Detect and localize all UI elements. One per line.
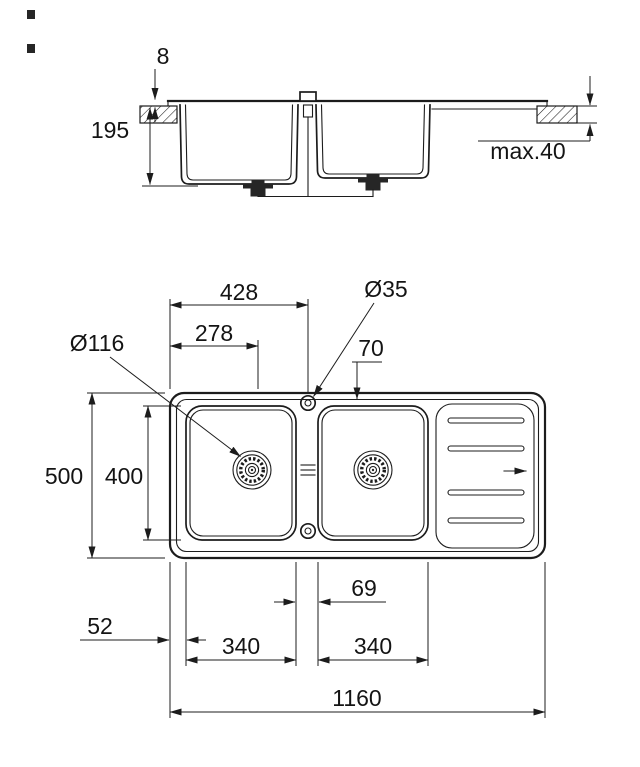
second-hole-outer — [299, 522, 317, 540]
leader-line — [313, 302, 375, 397]
middle-bowl-outline — [317, 405, 429, 541]
dim-69-label: 69 — [351, 575, 377, 601]
drainer-area-outline — [435, 403, 535, 549]
drainer-groove — [447, 417, 525, 424]
dim-bowl-depth: 195 — [91, 107, 198, 187]
drain-strainer-ring — [238, 457, 265, 484]
middle-bowl-profile-inner — [320, 104, 426, 175]
countertop-hatch-left — [139, 105, 178, 124]
dim-70-label: 70 — [358, 335, 384, 361]
dim-500: 500 — [45, 392, 165, 559]
drain-ring — [357, 454, 389, 486]
drainer-area — [435, 403, 535, 549]
drainer-groove — [447, 445, 525, 452]
dim-70: 70 — [352, 335, 384, 400]
dim-340-left: 340 — [185, 633, 297, 664]
drain-ring — [365, 462, 381, 478]
dim-428: 428 — [169, 279, 309, 394]
drain-center — [371, 468, 375, 472]
left-bowl-inner — [189, 409, 293, 537]
drain-ring — [244, 462, 260, 478]
leader-line — [109, 356, 241, 457]
dim-400-label: 400 — [105, 463, 143, 489]
dim-278: 278 — [169, 320, 259, 389]
drain-flange — [358, 178, 388, 183]
tap-hole-inner — [304, 399, 312, 407]
dim-max40-label: max.40 — [490, 138, 565, 164]
dim-195-label: 195 — [91, 117, 129, 143]
countertop-hatch-right — [536, 105, 578, 124]
dim-max-counter: max.40 — [478, 76, 597, 164]
tap-hole-outer — [299, 394, 317, 412]
left-bowl-profile — [179, 104, 299, 185]
dim-278-label: 278 — [195, 320, 233, 346]
dim-52-label: 52 — [87, 613, 113, 639]
faucet-mount-profile — [299, 91, 317, 102]
dim-69: 69 — [274, 575, 386, 606]
second-hole — [299, 522, 317, 540]
middle-drain — [353, 450, 393, 490]
middle-drain-assembly — [358, 174, 388, 191]
page-marks — [27, 10, 35, 53]
left-bowl-outline — [185, 405, 297, 541]
dim-340-right-label: 340 — [354, 633, 392, 659]
dim-428-label: 428 — [220, 279, 258, 305]
dim-1160: 1160 — [169, 685, 546, 716]
drain-flange — [243, 184, 273, 189]
drain-center — [250, 468, 254, 472]
dim-400: 400 — [105, 405, 181, 541]
strainer-dome — [366, 174, 380, 178]
plan-view-section: 428 278 Ø35 Ø116 70 500 — [45, 276, 547, 718]
side-view-section: 8 195 max.40 — [91, 43, 597, 198]
left-drain-assembly — [243, 180, 273, 197]
dim-52: 52 — [80, 613, 206, 644]
page-mark — [27, 44, 35, 53]
bottom-extension-lines — [169, 562, 546, 718]
dim-8-label: 8 — [157, 43, 170, 69]
drainer-groove — [447, 489, 525, 496]
dim-rim-height: 8 — [151, 43, 170, 122]
dim-dia35: Ø35 — [313, 276, 408, 397]
strainer-dome — [251, 180, 265, 184]
middle-bowl-inner — [321, 409, 425, 537]
drain-strainer-ring — [360, 457, 387, 484]
dim-340-right: 340 — [317, 633, 429, 664]
drain-ring — [368, 465, 378, 475]
second-hole-inner — [304, 527, 312, 535]
dim-dia116-label: Ø116 — [70, 330, 125, 356]
drain-ring — [353, 450, 393, 490]
drainer-groove — [447, 517, 525, 524]
dim-1160-label: 1160 — [332, 685, 381, 711]
dim-500-label: 500 — [45, 463, 83, 489]
drain-body — [365, 182, 381, 191]
overflow-mark — [300, 464, 316, 476]
drain-body — [250, 188, 266, 197]
sink-inner-rim — [175, 398, 540, 553]
dim-340-left-label: 340 — [222, 633, 260, 659]
middle-bowl-profile — [315, 104, 431, 179]
drain-ring — [236, 454, 268, 486]
left-bowl-profile-inner — [184, 104, 294, 181]
drain-ring — [247, 465, 257, 475]
tap-hole — [299, 394, 317, 412]
drain-ring — [232, 450, 272, 490]
faucet-shank-profile — [302, 104, 314, 118]
dim-dia116: Ø116 — [70, 330, 241, 457]
dim-dia35-label: Ø35 — [364, 276, 407, 302]
page-mark — [27, 10, 35, 19]
left-drain — [232, 450, 272, 490]
